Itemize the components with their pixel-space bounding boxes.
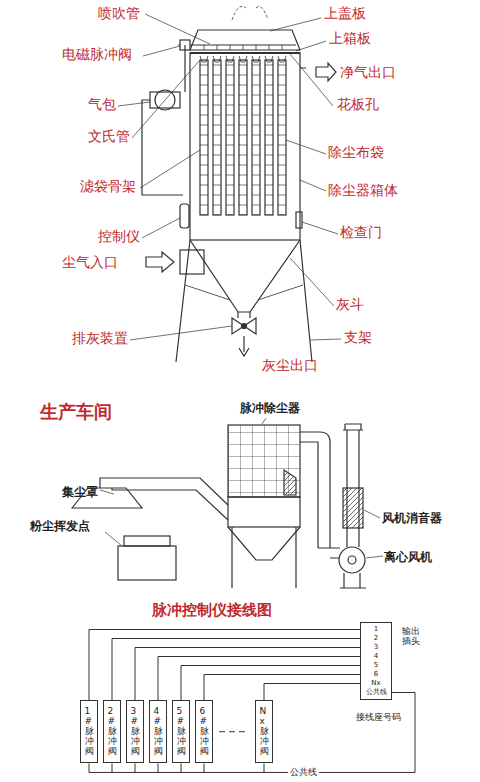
terminal-number: Nx <box>361 679 391 688</box>
common-bus <box>89 693 415 773</box>
pulse-valve-box: 6#脉冲阀 <box>195 700 213 763</box>
part-label: 滤袋骨架 <box>80 178 136 194</box>
part-label: 排灰装置 <box>72 330 128 346</box>
part-label: 公共线 <box>288 767 319 777</box>
signal-wire <box>181 666 360 701</box>
part-label: 脉冲除尘器 <box>240 402 300 416</box>
terminal-number: 5 <box>361 661 391 670</box>
pulse-valve-box: Nx脉冲阀 <box>255 700 273 763</box>
pulse-valve-box: 2#脉冲阀 <box>103 700 121 763</box>
terminal-block: 123456Nx公共线 <box>360 622 392 700</box>
part-label: 支架 <box>344 329 372 345</box>
terminal-number: 1 <box>361 625 391 634</box>
terminal-number: 2 <box>361 634 391 643</box>
part-label: 风机消音器 <box>382 512 442 526</box>
part-label: 灰尘出口 <box>262 357 318 373</box>
part-label: 检查门 <box>340 224 382 240</box>
part-label: 除尘器箱体 <box>328 182 398 198</box>
baghouse <box>118 7 341 363</box>
part-label: 灰斗 <box>336 296 364 312</box>
terminal-number: 4 <box>361 652 391 661</box>
signal-wire <box>135 648 360 701</box>
part-label: 控制仪 <box>98 228 140 244</box>
part-label: 粉尘挥发点 <box>30 520 90 534</box>
valve-name: Nx脉冲阀 <box>260 707 269 756</box>
part-label: 文氏管 <box>88 128 130 144</box>
pulse-valve-box: 1#脉冲阀 <box>80 700 98 763</box>
part-label: 脉冲控制仪接线图 <box>152 602 272 619</box>
valve-name: 2#脉冲阀 <box>108 707 117 756</box>
part-label: 净气出口 <box>340 64 396 80</box>
valve-name: 6#脉冲阀 <box>200 707 209 756</box>
part-label: 离心风机 <box>384 551 432 565</box>
part-label: 上盖板 <box>324 5 366 21</box>
workshop <box>72 418 383 588</box>
part-label: 上箱板 <box>329 30 371 46</box>
part-label: 喷吹管 <box>98 5 140 21</box>
terminal-number: 3 <box>361 643 391 652</box>
part-label: 接线座号码 <box>356 712 401 722</box>
signal-wire <box>112 639 360 701</box>
pulse-valve-box: 3#脉冲阀 <box>126 700 144 763</box>
part-label: 生产车间 <box>40 402 112 423</box>
signal-wire <box>158 657 360 701</box>
pulse-valve-box: 5#脉冲阀 <box>172 700 190 763</box>
part-label: 集尘罩 <box>62 486 98 500</box>
part-label: 电磁脉冲阀 <box>62 46 132 62</box>
part-label: 花板孔 <box>337 96 379 112</box>
part-label: 尘气入口 <box>62 254 118 270</box>
valve-name: 5#脉冲阀 <box>177 707 186 756</box>
signal-wire <box>89 630 360 701</box>
signal-wire <box>204 675 360 701</box>
terminal-number: 公共线 <box>361 688 391 697</box>
part-label: 除尘布袋 <box>328 144 384 160</box>
valve-name: 3#脉冲阀 <box>131 707 140 756</box>
valve-name: 4#脉冲阀 <box>154 707 163 756</box>
part-label: 气包 <box>88 96 116 112</box>
signal-wire <box>264 684 360 701</box>
pulse-valve-box: 4#脉冲阀 <box>149 700 167 763</box>
terminal-number: 6 <box>361 670 391 679</box>
part-label: 输出插头 <box>402 626 420 647</box>
valve-name: 1#脉冲阀 <box>85 707 94 756</box>
